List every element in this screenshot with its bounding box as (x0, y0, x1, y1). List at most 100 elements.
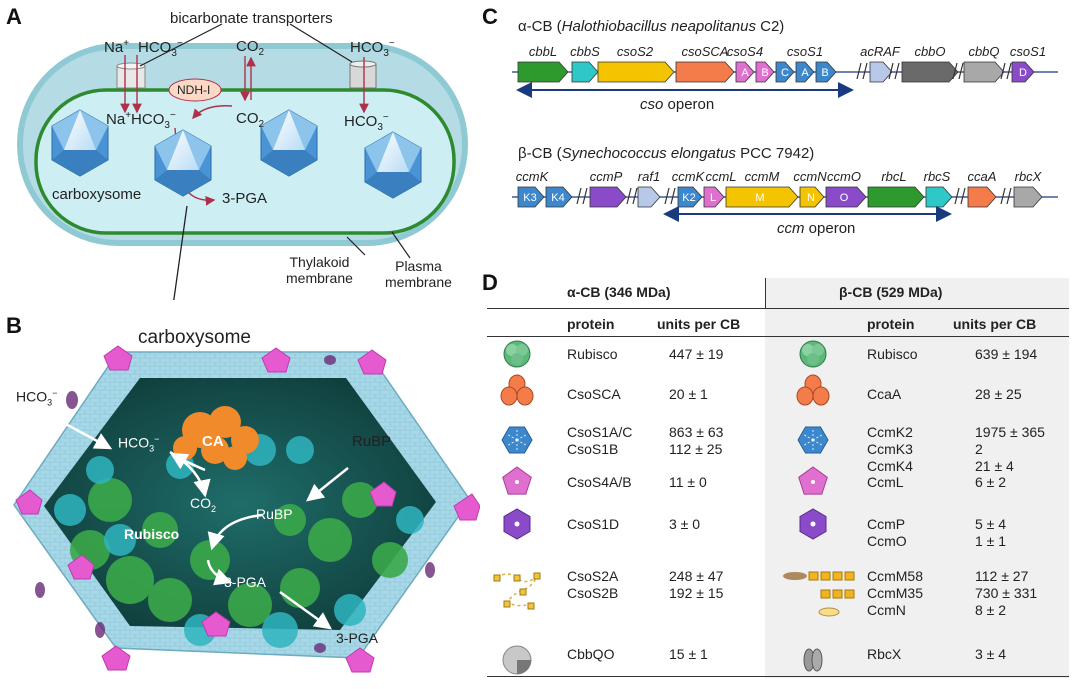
alpha-gene-10 (901, 61, 959, 83)
beta-gene-3 (637, 186, 661, 208)
hco3-outside-left-label: HCO3− (138, 38, 183, 59)
units-value: 3 ± 0 (669, 516, 701, 532)
hco3-outside-right-label: HCO3− (350, 38, 395, 59)
units-value: 20 ± 1 (669, 386, 708, 402)
rubisco-label: Rubisco (124, 526, 180, 542)
beta-cb-title: β-CB (Synechococcus elongatus PCC 7942) (518, 145, 815, 162)
units-value: 447 ± 19 (669, 346, 724, 362)
cell-diagram (17, 23, 468, 300)
header-rule-1 (487, 308, 1069, 309)
protein-name: CcmM58 (867, 568, 924, 584)
alpha-box-label: A (801, 67, 809, 79)
beta-box-label: L (710, 192, 716, 204)
beta-gene-2 (589, 186, 627, 208)
units-value: 639 ± 194 (975, 346, 1038, 362)
alpha-gene-7 (795, 61, 815, 83)
ccmm-icon (783, 571, 855, 617)
protein-name: CsoS1B (567, 441, 619, 457)
beta-gene-label: rbcL (881, 169, 906, 184)
panel-label-c: C (482, 4, 498, 29)
table-icons (493, 340, 855, 675)
alpha-gene-1 (571, 61, 599, 83)
alpha-col-units: units per CB (657, 316, 741, 332)
units-value: 5 ± 4 (975, 516, 1007, 532)
beta-box-label: K3 (523, 192, 536, 204)
beta-gene-label: raf1 (638, 169, 660, 184)
beta-gene-6 (725, 186, 799, 208)
beta-gene-1 (545, 186, 573, 208)
ccm-operon-label: ccm operon (777, 220, 856, 237)
alpha-box-label: B (761, 67, 768, 79)
beta-box-label: M (755, 192, 764, 204)
protein-name: RbcX (867, 646, 902, 662)
protein-name: CsoS1A/C (567, 424, 633, 440)
alpha-gene-label: csoS4 (727, 44, 763, 59)
beta-gene-label: ccmN (793, 169, 827, 184)
protein-stoichiometry-table: α-CB (346 MDa) β-CB (529 MDa) protein un… (487, 278, 1069, 678)
hco3-entry-label: HCO3− (16, 388, 58, 408)
header-divider (765, 278, 766, 308)
na-inside-label: Na+HCO3− (106, 110, 176, 131)
alpha-gene-label: csoS1 (787, 44, 823, 59)
beta-gene-10 (925, 186, 953, 208)
panel-label-d: D (482, 270, 498, 295)
beta-col-protein: protein (867, 316, 915, 332)
hexamer-icon (797, 426, 829, 454)
units-value: 863 ± 63 (669, 424, 724, 440)
carboxysome-label: carboxysome (52, 186, 142, 203)
protein-name: CbbQO (567, 646, 615, 662)
alpha-gene-label: cbbQ (968, 44, 999, 59)
beta-gene-label: ccmK (672, 169, 706, 184)
header-rule-2 (487, 336, 1069, 337)
units-value: 1 ± 1 (975, 533, 1007, 549)
units-value: 15 ± 1 (669, 646, 708, 662)
beta-gene-11 (967, 186, 997, 208)
ndh-label: NDH-I (177, 83, 211, 97)
protein-name: CcmK3 (867, 441, 913, 457)
units-value: 6 ± 2 (975, 474, 1007, 490)
trimer-icon (799, 508, 827, 540)
trimer-icon (503, 508, 531, 540)
protein-name: CcmL (867, 474, 904, 490)
rubisco-icon (503, 340, 531, 368)
pga-outside-label: 3-PGA (336, 630, 379, 646)
alpha-gene-label: csoS1 (1010, 44, 1046, 59)
pentamer-icon (798, 466, 828, 495)
protein-name: CcmK4 (867, 458, 913, 474)
alpha-gene-label: acRAF (860, 44, 901, 59)
beta-gene-5 (703, 186, 725, 208)
protein-name: CsoS2B (567, 585, 619, 601)
units-value: 248 ± 47 (669, 568, 724, 584)
beta-box-label: N (807, 192, 815, 204)
alpha-gene-11 (963, 61, 1005, 83)
units-value: 8 ± 2 (975, 602, 1007, 618)
ca-label: CA (202, 433, 224, 450)
beta-box-label: K4 (551, 192, 564, 204)
alpha-gene-2 (597, 61, 675, 83)
beta-gene-8 (825, 186, 867, 208)
alpha-gene-4 (735, 61, 755, 83)
scaffold-chain-icon (493, 572, 541, 610)
alpha-gene-label: cbbS (570, 44, 600, 59)
pga-inside-label: 3-PGA (224, 574, 267, 590)
units-value: 28 ± 25 (975, 386, 1022, 402)
alpha-box-label: D (1019, 67, 1027, 79)
units-value: 730 ± 331 (975, 585, 1038, 601)
rubisco-icon (799, 340, 827, 368)
hco3-inside-label: HCO3− (118, 434, 160, 454)
protein-name: CsoS2A (567, 568, 619, 584)
panel-label-b: B (6, 313, 22, 338)
carbonic-anhydrase-icon (500, 374, 534, 406)
beta-gene-0 (517, 186, 545, 208)
alpha-gene-12 (1011, 61, 1035, 83)
alpha-box-label: B (821, 67, 828, 79)
alpha-header: α-CB (346 MDa) (567, 284, 671, 300)
beta-box-label: K2 (682, 192, 695, 204)
protein-name: CcmM35 (867, 585, 924, 601)
protein-name: CcmN (867, 602, 906, 618)
alpha-col-protein: protein (567, 316, 615, 332)
alpha-box-label: A (741, 67, 749, 79)
